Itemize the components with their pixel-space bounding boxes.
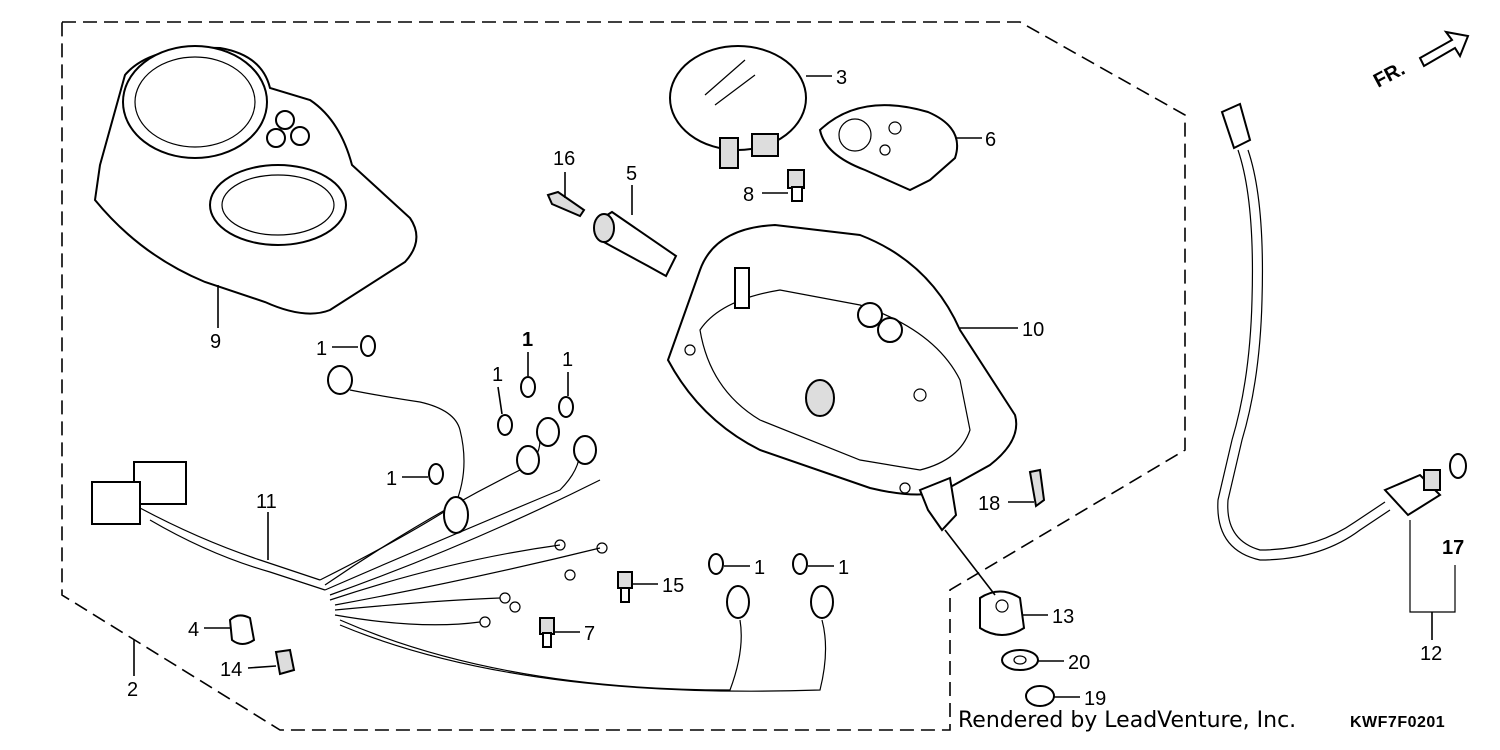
callout-5: 5 [626,163,637,185]
o-ring-part-17[interactable] [1449,453,1467,479]
meter-case-part-10[interactable] [666,223,1018,532]
callout-7: 7 [584,623,595,645]
callout-1-b: 1 [522,329,533,351]
front-direction-arrow: FR. [1370,30,1470,93]
wire-harness-part-11[interactable] [91,365,834,692]
meter-plate-part-6[interactable] [818,104,959,192]
socket-part-5[interactable] [593,210,678,278]
tapping-screw-part-18[interactable] [1028,468,1046,508]
callout-12: 12 [1420,643,1442,665]
callout-1-f: 1 [754,557,765,579]
callout-1-e: 1 [386,468,397,490]
grommet-part-13[interactable] [979,590,1026,636]
clamp-part-4[interactable] [228,614,256,645]
callout-16: 16 [553,148,575,170]
credit-text: Rendered by LeadVenture, Inc. [958,708,1297,733]
callout-1-g: 1 [838,557,849,579]
callout-13: 13 [1052,606,1074,628]
callout-1-d: 1 [492,364,503,386]
callout-1-c: 1 [562,349,573,371]
callout-6: 6 [985,129,996,151]
callout-1-a: 1 [316,338,327,360]
callout-3: 3 [836,67,847,89]
screw-part-8[interactable] [787,169,805,202]
callout-20: 20 [1068,652,1090,674]
meter-cover-part-9[interactable] [93,45,418,315]
speedometer-part-3[interactable] [669,45,807,169]
direction-label: FR. [1370,58,1409,93]
screw-part-15[interactable] [617,571,633,603]
callout-15: 15 [662,575,684,597]
bulb-part-1[interactable] [360,335,808,575]
tapping-screw-part-16[interactable] [546,190,586,218]
callout-2: 2 [127,679,138,701]
callout-8: 8 [743,184,754,206]
collar-part-19[interactable] [1025,685,1055,707]
callout-11: 11 [256,491,277,513]
callout-9: 9 [210,331,221,353]
speedometer-cable-part-12[interactable] [1217,102,1442,561]
callout-18: 18 [978,493,1000,515]
callout-4: 4 [188,619,199,641]
screw-part-7[interactable] [539,617,555,648]
callout-17: 17 [1442,537,1464,559]
screw-part-14[interactable] [274,648,296,676]
callout-19: 19 [1084,688,1106,710]
callout-14: 14 [220,659,242,681]
washer-part-20[interactable] [1001,649,1039,671]
callout-10: 10 [1022,319,1044,341]
diagram-code: KWF7F0201 [1350,714,1446,731]
